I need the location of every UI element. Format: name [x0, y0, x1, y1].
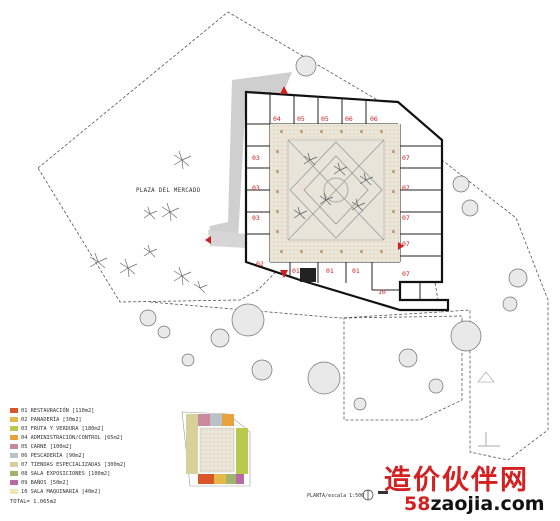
legend-total: TOTAL= 1.065m2: [10, 499, 57, 505]
watermark-url: 58zaojia.com: [404, 493, 545, 515]
legend-swatch: [10, 480, 18, 485]
legend-label: 10 SALA MAQUINARIA [40m2]: [21, 488, 101, 495]
legend-swatch: [10, 435, 18, 440]
legend-label: 01 RESTAURACIÓN [110m2]: [21, 407, 95, 414]
room-label-05-a: 05: [297, 115, 305, 123]
service-block: [300, 268, 316, 282]
plaza-palms: [89, 150, 208, 294]
room-label-06-b: 06: [370, 115, 378, 123]
room-label-06-a: 06: [345, 115, 353, 123]
legend-item: 01 RESTAURACIÓN [110m2]: [10, 406, 185, 415]
scale-label: PLANTA/escala 1:500: [307, 493, 365, 499]
room-label-07-c: 07: [402, 214, 410, 222]
legend-swatch: [10, 471, 18, 476]
legend-label: 02 PANADERÍA [30m2]: [21, 416, 82, 423]
room-label-01-c: 01: [352, 267, 360, 275]
legend-swatch: [10, 453, 18, 458]
legend-swatch: [10, 417, 18, 422]
legend-label: 08 SALA EXPOSICIONES [100m2]: [21, 470, 111, 477]
legend-item: 03 FRUTA Y VERDURA [180m2]: [10, 424, 185, 433]
legend-item: 04 ADMINISTRACIÓN/CONTROL [65m2]: [10, 433, 185, 442]
room-label-07-a: 07: [402, 154, 410, 162]
legend-label: 07 TIENDAS ESPECIALIZADAS [300m2]: [21, 461, 127, 468]
legend-swatch: [10, 444, 18, 449]
site-boundary-southeast: [343, 315, 463, 421]
entrance-arrows: [205, 86, 404, 278]
watermark-chinese: 造价伙伴网: [384, 465, 529, 496]
room-label-03-a: 03: [252, 154, 260, 162]
legend-item: 08 SALA EXPOSICIONES [100m2]: [10, 469, 185, 478]
round-trees: [139, 55, 528, 411]
site-boundary-east: [409, 134, 549, 461]
plaza-label: PLAZA DEL MERCADO: [136, 188, 201, 194]
legend-item: 05 CARNE [100m2]: [10, 442, 185, 451]
legend-item: 09 BAÑOS [50m2]: [10, 478, 185, 487]
watermark-url-number: 58: [404, 493, 431, 515]
room-label-07-d: 07: [402, 240, 410, 248]
legend-swatch: [10, 489, 18, 494]
room-label-04: 04: [273, 115, 281, 123]
legend-label: 09 BAÑOS [50m2]: [21, 479, 69, 486]
legend-swatch: [10, 426, 18, 431]
room-label-07-e: 07: [402, 270, 410, 278]
legend-label: 05 CARNE [100m2]: [21, 443, 73, 450]
room-label-05-b: 05: [321, 115, 329, 123]
courtyard-palms: [293, 152, 374, 220]
legend-item: 10 SALA MAQUINARIA [40m2]: [10, 487, 185, 496]
legend-item: 06 PESCADERÍA [90m2]: [10, 451, 185, 460]
room-label-10: 10: [378, 288, 386, 296]
legend-swatch: [10, 408, 18, 413]
legend-item: 02 PANADERÍA [30m2]: [10, 415, 185, 424]
legend-label: 03 FRUTA Y VERDURA [180m2]: [21, 425, 104, 432]
road-strip: [208, 72, 292, 240]
room-label-07-b: 07: [402, 184, 410, 192]
room-label-03-b: 03: [252, 184, 260, 192]
legend-label: 04 ADMINISTRACIÓN/CONTROL [65m2]: [21, 434, 124, 441]
legend-label: 06 PESCADERÍA [90m2]: [21, 452, 85, 459]
watermark-url-domain: zaojia.com: [430, 493, 545, 515]
colonnade: [276, 130, 395, 253]
legend: 01 RESTAURACIÓN [110m2] 02 PANADERÍA [30…: [10, 406, 185, 505]
legend-item: 07 TIENDAS ESPECIALIZADAS [300m2]: [10, 460, 185, 469]
room-label-02: 02: [256, 260, 264, 268]
scale-bar: [378, 491, 388, 494]
road-strip-lower: [208, 230, 246, 248]
legend-swatch: [10, 462, 18, 467]
key-plan: [181, 411, 251, 487]
room-label-01-b: 01: [326, 267, 334, 275]
room-label-03-c: 03: [252, 214, 260, 222]
room-label-01-a: 01: [292, 267, 300, 275]
site-boundary-south: [149, 301, 441, 319]
